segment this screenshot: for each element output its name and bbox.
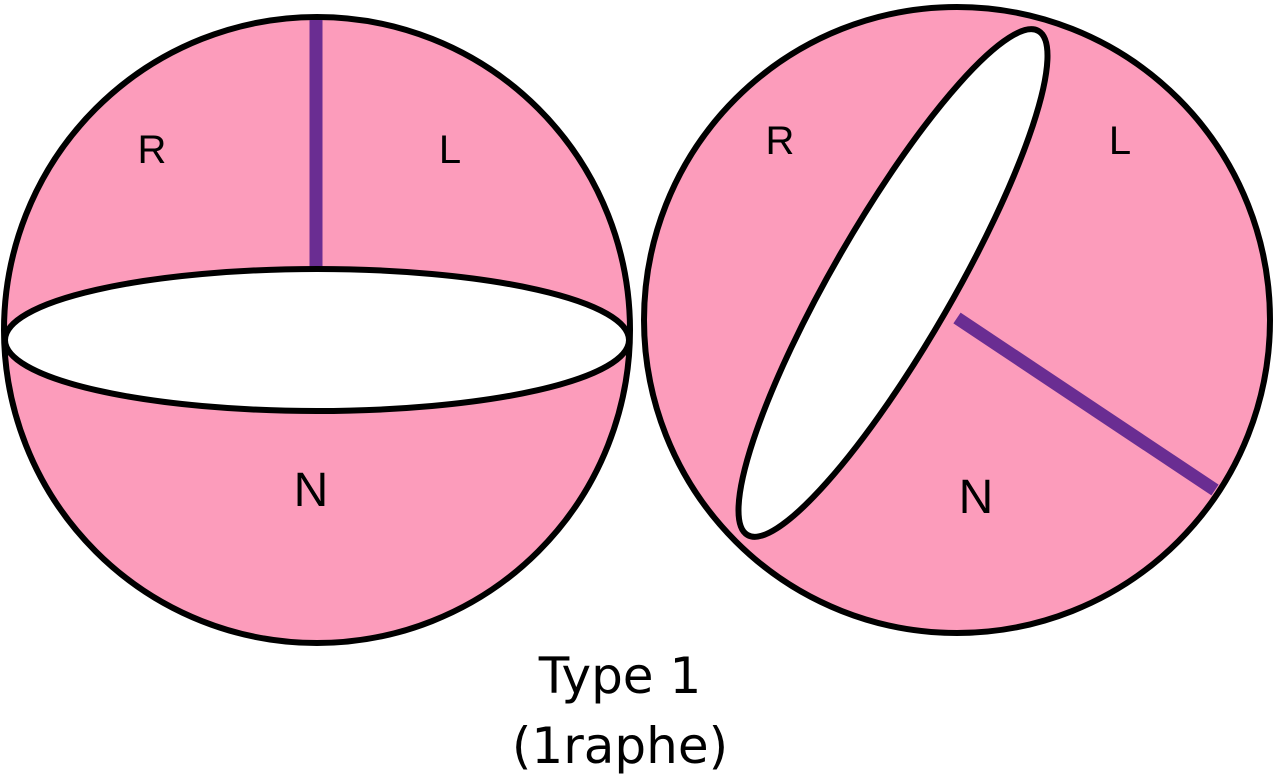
left-valve-orifice: [2, 266, 632, 414]
caption-type: Type 1: [538, 647, 702, 705]
right-valve-orifice: [735, 26, 1051, 540]
left-valve-label-l: L: [439, 128, 461, 172]
right-valve: R L N: [641, 4, 1273, 636]
left-valve-label-n: N: [294, 464, 329, 517]
right-valve-label-n: N: [959, 471, 994, 524]
right-valve-label-l: L: [1109, 119, 1131, 163]
right-valve-label-r: R: [766, 119, 795, 163]
left-valve-label-r: R: [138, 128, 167, 172]
caption-raphe-count: (1raphe): [512, 717, 728, 775]
left-valve: R L N: [1, 14, 633, 646]
right-valve-raphe: [953, 312, 1219, 496]
